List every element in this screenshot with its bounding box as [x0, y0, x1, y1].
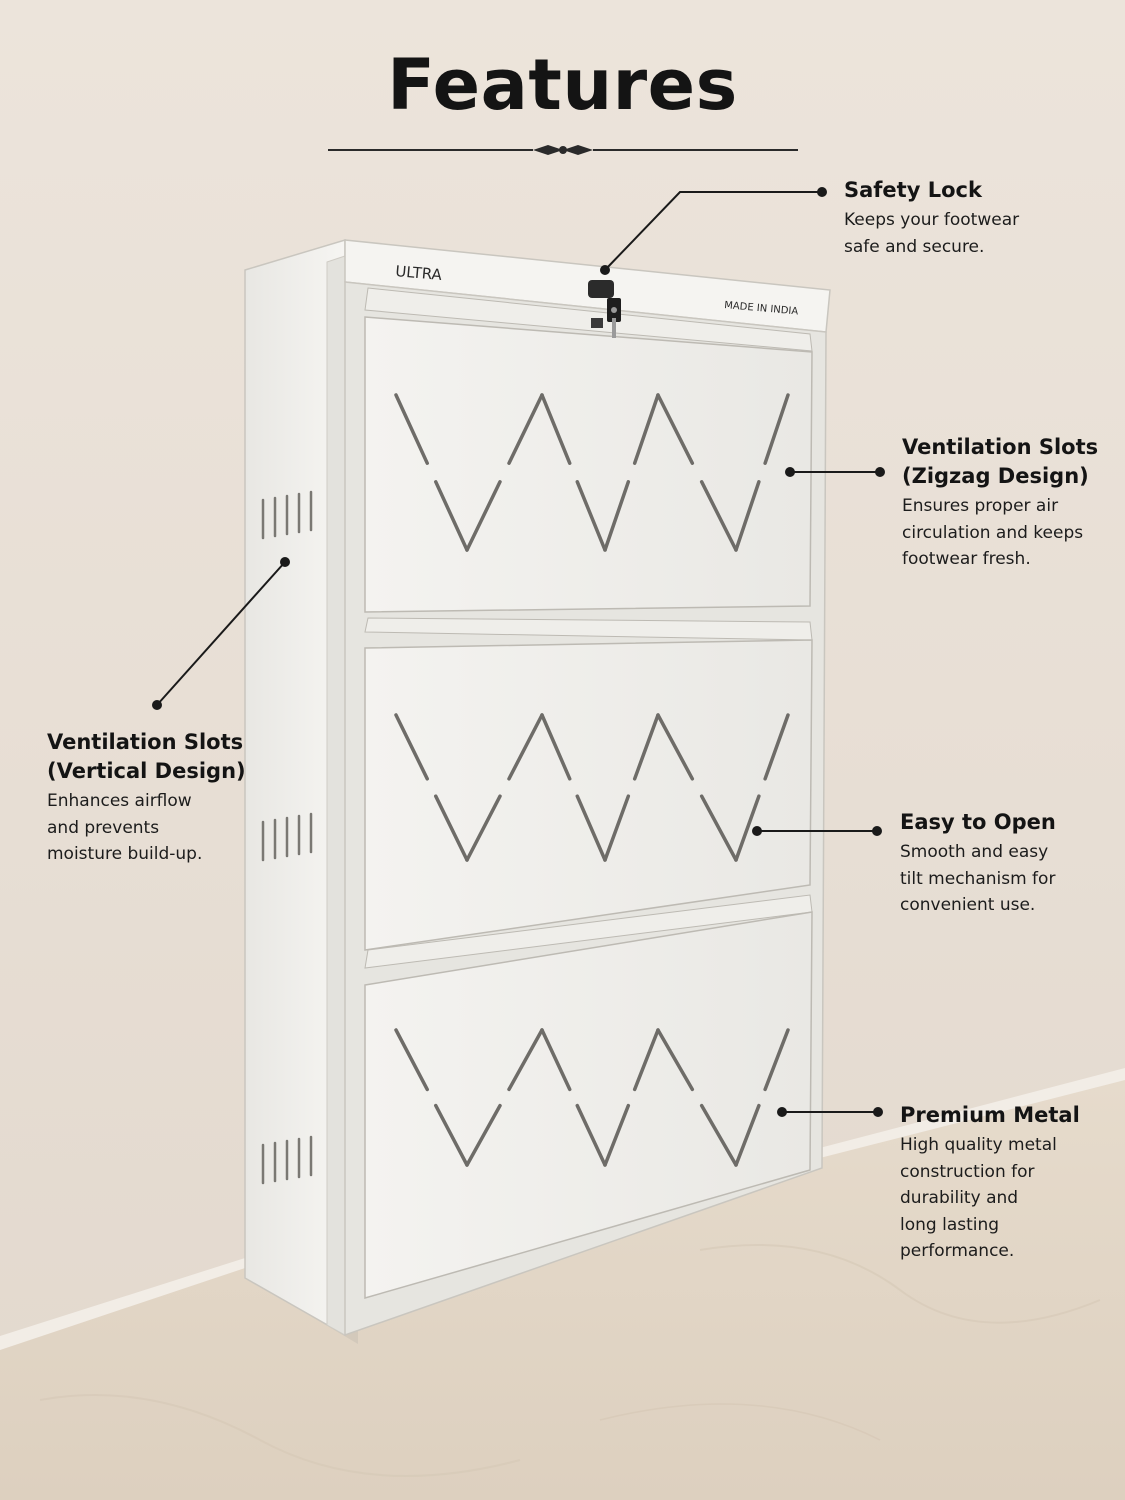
zigzag-slot	[603, 480, 631, 552]
zigzag-slot	[632, 1028, 660, 1092]
feature-zigzag-ventilation: Ventilation Slots(Zigzag Design) Ensures…	[902, 433, 1117, 573]
zigzag-slot	[575, 794, 607, 862]
feature-title: Safety Lock	[844, 178, 982, 202]
zigzag-slot	[465, 480, 502, 552]
zigzag-ventilation-slots	[394, 393, 790, 1167]
zigzag-slot	[734, 480, 761, 552]
zigzag-slot	[603, 1103, 631, 1167]
zigzag-slot	[632, 713, 660, 781]
zigzag-slot	[434, 794, 469, 862]
zigzag-slot	[394, 393, 429, 465]
zigzag-slot	[763, 1028, 790, 1092]
zigzag-slot	[540, 393, 572, 465]
zigzag-slot	[603, 794, 631, 862]
zigzag-slot	[540, 1028, 572, 1092]
zigzag-slot	[394, 1028, 429, 1092]
zigzag-slot	[540, 713, 572, 781]
zigzag-slot	[507, 393, 544, 465]
zigzag-slot	[394, 713, 429, 781]
zigzag-slot	[699, 794, 738, 862]
feature-vertical-ventilation: Ventilation Slots(Vertical Design) Enhan…	[47, 728, 277, 868]
zigzag-slot	[575, 1103, 607, 1167]
feature-title: Ventilation Slots(Vertical Design)	[47, 730, 246, 783]
brand-label: ULTRA	[395, 262, 444, 284]
zigzag-slot	[434, 1103, 469, 1167]
zigzag-slot	[699, 480, 738, 552]
zigzag-slot	[507, 713, 544, 781]
feature-title: Ventilation Slots(Zigzag Design)	[902, 435, 1099, 488]
vertical-ventilation-slots	[261, 490, 313, 1185]
zigzag-slot	[734, 1103, 761, 1167]
zigzag-slot	[507, 1028, 544, 1092]
zigzag-slot	[734, 794, 761, 862]
zigzag-slot	[763, 713, 790, 781]
callout-lines	[152, 187, 885, 1117]
zigzag-slot	[656, 713, 695, 781]
zigzag-slot	[434, 480, 469, 552]
zigzag-slot	[699, 1103, 738, 1167]
drawer-bottom[interactable]	[364, 894, 813, 1299]
drawer-middle[interactable]	[364, 617, 813, 951]
zigzag-slot	[632, 393, 660, 465]
feature-title: Easy to Open	[900, 810, 1056, 834]
feature-title: Premium Metal	[900, 1103, 1080, 1127]
drawer-top[interactable]	[364, 287, 813, 613]
page-title: Features	[387, 44, 738, 126]
zigzag-slot	[465, 794, 502, 862]
zigzag-slot	[656, 1028, 695, 1092]
zigzag-slot	[465, 1103, 502, 1167]
zigzag-slot	[763, 393, 790, 465]
zigzag-slot	[575, 480, 607, 552]
lock-icon[interactable]	[588, 280, 621, 338]
ornamental-divider	[328, 145, 798, 155]
zigzag-slot	[656, 393, 695, 465]
